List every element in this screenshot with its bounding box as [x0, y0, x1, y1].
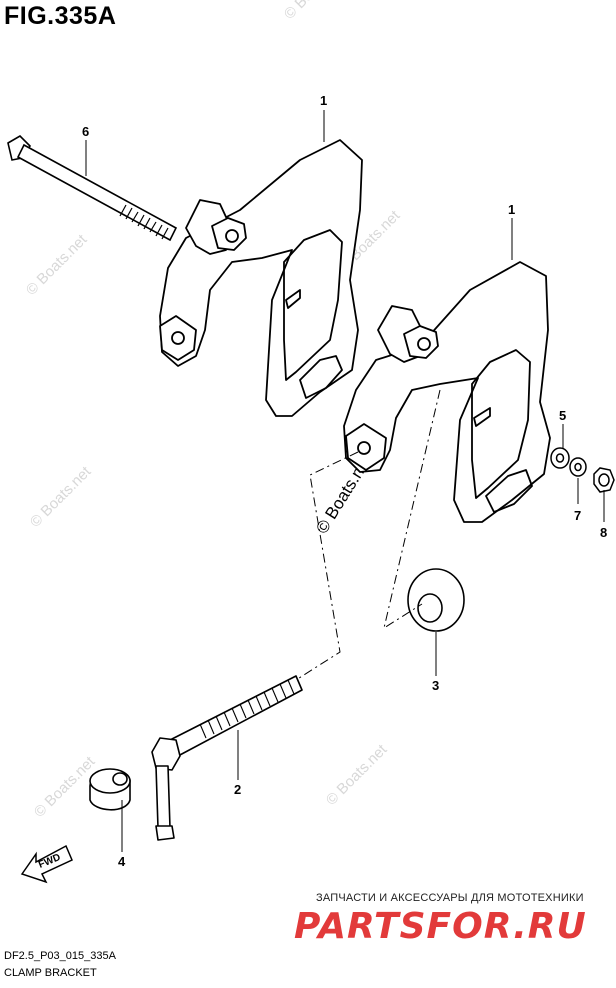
callout-part-1-lower: 1 — [508, 202, 515, 217]
assembly-lines — [295, 389, 441, 681]
watermark-text: © Boats.net — [31, 753, 99, 821]
callout-part-4: 4 — [118, 854, 126, 869]
part-8-nut — [593, 467, 615, 493]
watermarks: © Boats.net © Boats.net © Boats.net © Bo… — [23, 0, 404, 821]
ad-logo: PARTSFOR.RU — [294, 906, 587, 947]
part-7-lock-washer — [569, 457, 587, 477]
part-6-bolt — [7, 134, 178, 242]
callout-part-7: 7 — [574, 508, 581, 523]
callout-part-1-upper: 1 — [320, 93, 327, 108]
figure-name: CLAMP BRACKET — [4, 967, 97, 979]
part-3-clamp-pad — [407, 568, 465, 632]
watermark-text: © Boats.net — [23, 231, 91, 299]
callout-part-6: 6 — [82, 124, 89, 139]
part-4-bushing — [89, 768, 131, 811]
callout-numbers: 1 1 6 5 7 8 3 2 4 — [82, 93, 607, 869]
part-5-washer — [550, 447, 570, 469]
part-1-clamp-bracket-lower — [343, 261, 551, 523]
callout-part-8: 8 — [600, 525, 607, 540]
callout-part-5: 5 — [559, 408, 566, 423]
watermark-text: © Boats.net — [27, 463, 95, 531]
callout-part-2: 2 — [234, 782, 241, 797]
callout-leaders — [85, 110, 605, 852]
part-1-clamp-bracket-upper — [159, 139, 363, 417]
part-2-clamp-screw — [151, 675, 303, 841]
watermark-text: © Boats.net — [323, 741, 391, 809]
ad-caption: ЗАПЧАСТИ И АКСЕССУАРЫ ДЛЯ МОТОТЕХНИКИ — [316, 892, 584, 904]
watermark-text: © Boats.net — [281, 0, 349, 23]
callout-part-3: 3 — [432, 678, 439, 693]
figure-title: FIG.335A — [4, 2, 117, 30]
figure-code: DF2.5_P03_015_335A — [4, 950, 116, 962]
fwd-arrow-icon: FWD — [20, 844, 73, 884]
